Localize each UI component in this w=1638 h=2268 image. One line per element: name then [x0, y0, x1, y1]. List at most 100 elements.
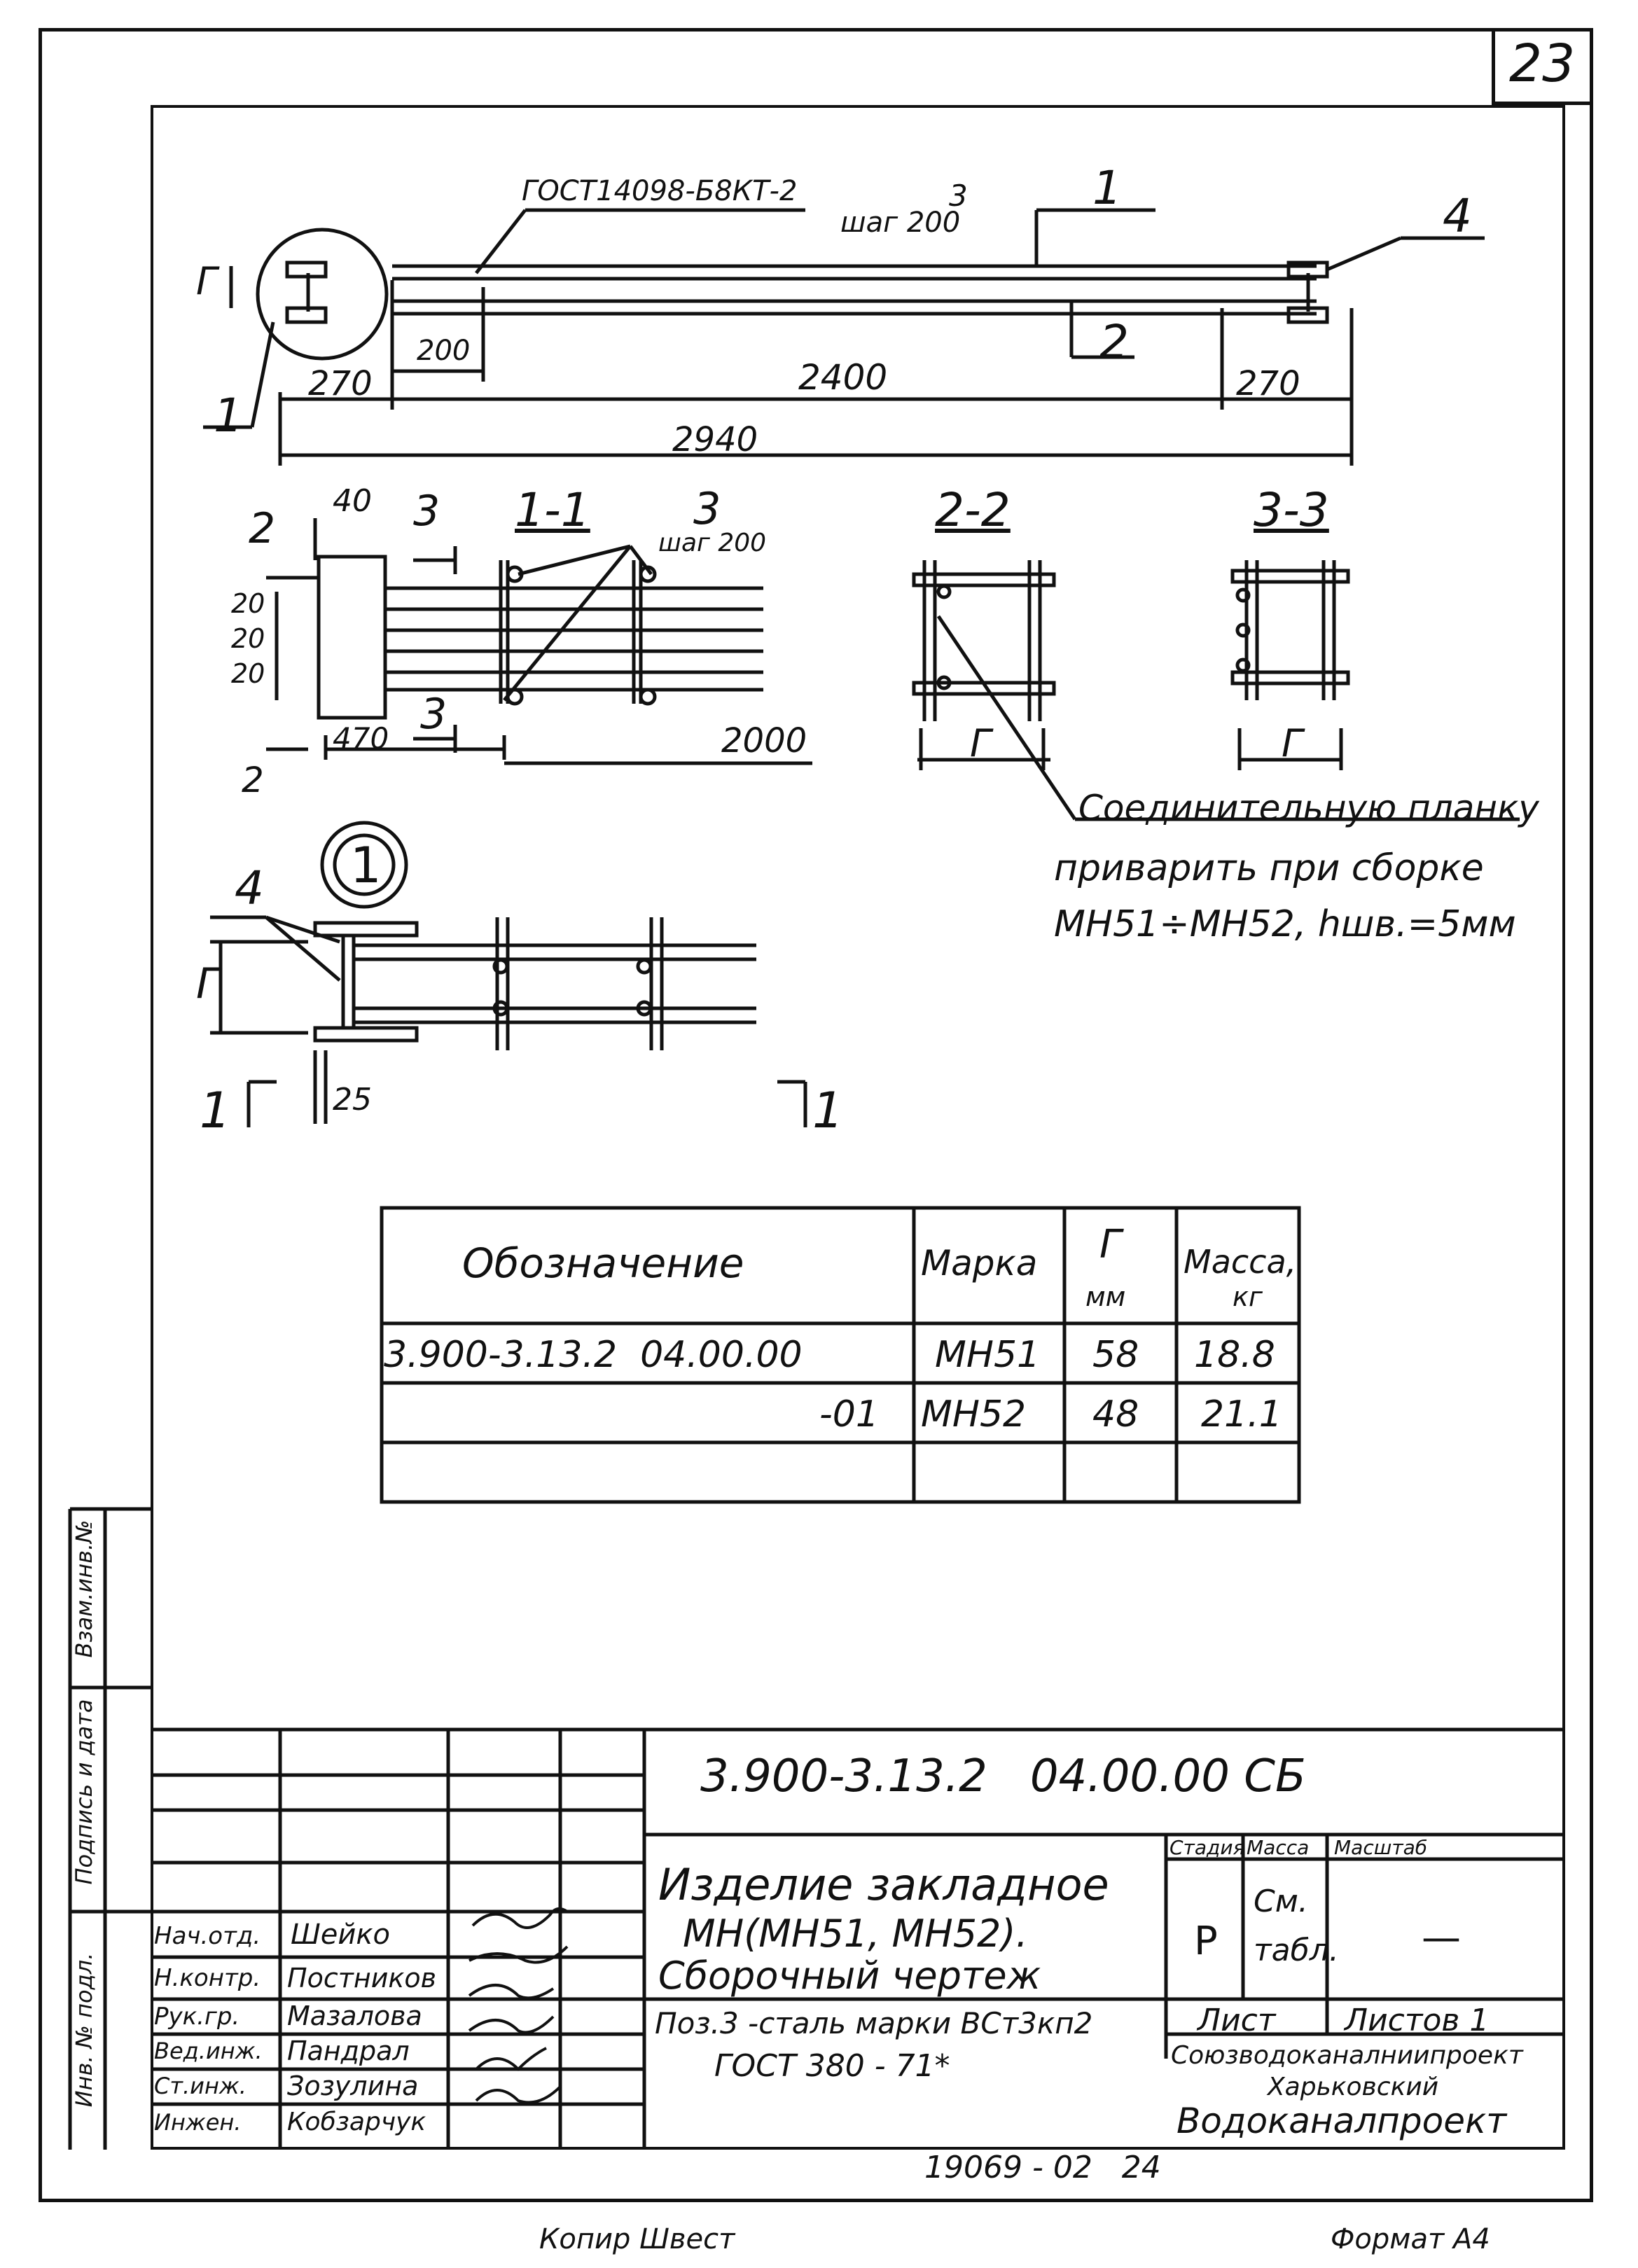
callout-4: 4 [1443, 189, 1472, 243]
side-podpis: Подпись и дата [71, 1699, 97, 1885]
th-mark: Марка [921, 1243, 1038, 1283]
detail-circle-label: 1 [350, 837, 382, 894]
tb-org-3: Водоканалпроект [1177, 2101, 1507, 2141]
row1-designation: 3.900-3.13.2 04.00.00 [384, 1334, 803, 1376]
tb-name-3: Сборочный чертеж [658, 1954, 1041, 1998]
section-1-1-title: 1-1 [515, 483, 590, 537]
tb-scale-header: Масштаб [1334, 1836, 1428, 1859]
th-mass-unit: кг [1233, 1281, 1263, 1312]
tb-mass-1: См. [1254, 1884, 1308, 1919]
bottom-copy: Копир Швест [539, 2223, 735, 2255]
name-1: Шейко [291, 1919, 391, 1951]
pos3-label: 3 [949, 179, 968, 213]
detail-pos4: 4 [235, 861, 264, 915]
detail-dim-g: Г [196, 959, 220, 1008]
tb-mass-2: табл. [1254, 1933, 1339, 1968]
name-2: Постников [287, 1963, 436, 1994]
tb-stage-header: Стадия [1169, 1836, 1245, 1859]
callout-1-left: 1 [214, 389, 243, 443]
section-3-3-dim: Г [1282, 721, 1303, 765]
role-5: Ст.инж. [154, 2073, 247, 2099]
pitch-label: шаг 200 [840, 207, 961, 239]
dim-40: 40 [333, 483, 372, 519]
role-6: Инжен. [154, 2109, 242, 2136]
name-3: Мазалова [287, 2001, 422, 2031]
section-3-3-title: 3-3 [1254, 483, 1329, 537]
callout-1: 1 [1092, 161, 1122, 215]
tb-name-2: МН(МН51, МН52). [683, 1912, 1028, 1956]
outer-frame [39, 28, 1593, 2202]
tb-mass-header: Масса [1247, 1836, 1310, 1859]
dim-2940: 2940 [672, 420, 758, 459]
side-inv: Инв. № подл. [71, 1952, 97, 2108]
dim-20a: 20 [231, 588, 265, 619]
tb-org-1: Союзводоканалниипроект [1171, 2041, 1523, 2070]
cut-3-top: 3 [413, 487, 440, 536]
dim-2000: 2000 [721, 721, 807, 760]
detail-1-circle [320, 821, 408, 909]
row1-mark: МН51 [935, 1334, 1041, 1376]
detail-dim-25: 25 [333, 1082, 372, 1118]
name-5: Зозулина [287, 2071, 419, 2101]
inner-frame [151, 105, 1565, 2150]
role-1: Нач.отд. [154, 1922, 261, 1950]
side-vzam: Взам.инв.№ [71, 1519, 97, 1658]
tb-org-2: Харьковский [1268, 2073, 1439, 2101]
tb-stage: Р [1194, 1919, 1218, 1964]
end-plate-1-1 [317, 555, 387, 720]
detail-circle-1 [256, 228, 389, 361]
dim-470: 470 [333, 721, 389, 756]
dim-270-right: 270 [1236, 364, 1300, 403]
note-line-3: МН51÷МН52, hшв.=5мм [1054, 903, 1516, 945]
th-designation: Обозначение [462, 1239, 744, 1287]
row2-designation: -01 [819, 1393, 879, 1435]
sheet-number: 23 [1509, 34, 1576, 94]
tb-sheets-header: Листов 1 [1345, 2003, 1490, 2038]
pos3-section: 3 [693, 483, 721, 534]
th-g: Г [1099, 1222, 1122, 1267]
detail-section-left: 1 [200, 1082, 231, 1139]
weld-note: ГОСТ14098-Б8КТ-2 [522, 175, 798, 207]
sheet-number-box [1492, 28, 1593, 105]
bottom-format: Формат А4 [1331, 2223, 1490, 2255]
dim-20c: 20 [231, 658, 265, 689]
dim-20b: 20 [231, 623, 265, 654]
row2-mass: 21.1 [1201, 1393, 1282, 1435]
role-3: Рук.гр. [154, 2003, 240, 2031]
cut-2-bottom: 2 [242, 760, 264, 800]
section-2-2-dim: Г [970, 721, 992, 765]
dim-g-elevation: Г [196, 259, 218, 303]
th-mass: Масса, [1184, 1243, 1297, 1281]
cut-3-bottom: 3 [420, 690, 447, 739]
tb-material-2: ГОСТ 380 - 71* [714, 2048, 950, 2084]
name-6: Кобзарчук [287, 2108, 426, 2136]
name-4: Пандрал [287, 2036, 410, 2066]
tb-name-1: Изделие закладное [658, 1859, 1109, 1910]
signatures [468, 1907, 569, 2104]
section-2-2-title: 2-2 [935, 483, 1011, 537]
tb-sheet-header: Лист [1198, 2003, 1276, 2038]
row1-mass: 18.8 [1194, 1334, 1275, 1376]
dim-2400: 2400 [798, 357, 888, 398]
detail-section-right: 1 [812, 1082, 844, 1139]
pitch-section: шаг 200 [658, 529, 767, 557]
tb-scale: — [1422, 1915, 1461, 1961]
dim-270-left: 270 [308, 364, 373, 403]
title-block-lines [68, 1507, 1565, 2150]
note-line-1: Соединительную планку [1078, 788, 1539, 828]
bottom-number: 19069 - 02 24 [924, 2150, 1161, 2185]
tb-code: 3.900-3.13.2 04.00.00 СБ [700, 1751, 1306, 1802]
cut-2-top: 2 [249, 504, 276, 553]
row1-g: 58 [1092, 1334, 1139, 1376]
spec-table-lines [380, 1206, 1301, 1504]
row2-mark: МН52 [921, 1393, 1027, 1435]
role-2: Н.контр. [154, 1964, 261, 1992]
callout-2: 2 [1099, 315, 1129, 369]
dim-200: 200 [417, 335, 471, 367]
note-line-2: приварить при сборке [1054, 847, 1484, 889]
th-g-unit: мм [1085, 1281, 1126, 1312]
role-4: Вед.инж. [154, 2038, 263, 2064]
tb-material-1: Поз.3 -сталь марки ВСт3кп2 [655, 2006, 1093, 2040]
row2-g: 48 [1092, 1393, 1139, 1435]
